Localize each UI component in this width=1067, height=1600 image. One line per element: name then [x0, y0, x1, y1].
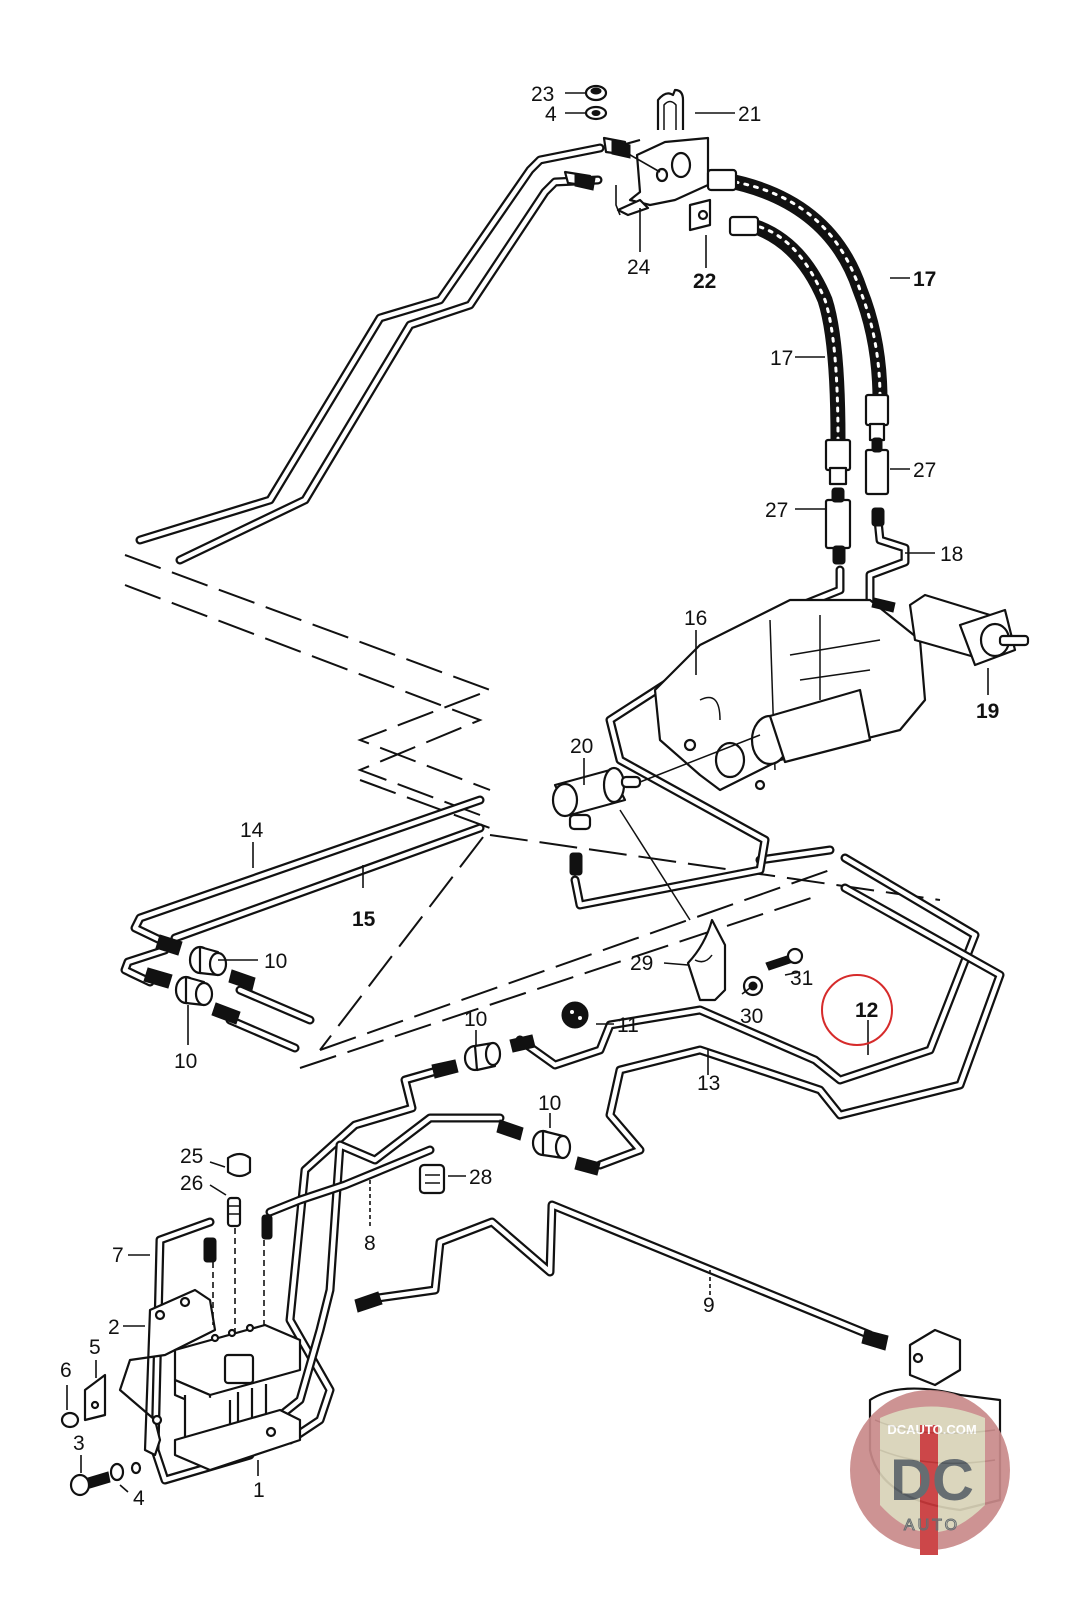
fitting-10-center	[431, 1034, 536, 1079]
part-1-abs-unit	[173, 1323, 302, 1472]
part-21-clip	[656, 88, 685, 130]
watermark-site-text: DCAUTO.COM	[887, 1422, 976, 1437]
callout-21: 21	[738, 103, 761, 126]
part-6-plug	[60, 1411, 80, 1429]
part-11-grommet	[561, 1001, 589, 1029]
callout-24: 24	[627, 256, 651, 279]
callout-8: 8	[364, 1232, 376, 1255]
callout-10-upper-left: 10	[264, 950, 287, 973]
callout-23: 23	[531, 83, 554, 106]
callout-17-inner: 17	[770, 347, 793, 370]
highlight-circle-part-12	[821, 974, 893, 1046]
callout-14: 14	[240, 819, 264, 842]
part-5-plate	[83, 1373, 107, 1422]
callout-10-lower: 10	[538, 1092, 561, 1115]
part-26-bleeder	[226, 1196, 242, 1228]
pipe-12-13	[515, 845, 1005, 1170]
fitting-27-lower	[832, 507, 885, 565]
fitting-10-left-male	[211, 969, 256, 1025]
callout-6: 6	[60, 1359, 72, 1382]
dcauto-watermark: DCAUTO.COM DC AUTO	[850, 1390, 1010, 1555]
callout-2: 2	[108, 1316, 120, 1339]
part-25-cap	[226, 1152, 252, 1178]
callout-3: 3	[73, 1432, 85, 1455]
part-23-nut	[584, 84, 608, 102]
callout-12: 12	[855, 999, 878, 1022]
fitting-top-1	[602, 136, 631, 159]
part-10-union-center	[463, 1041, 502, 1072]
callout-10-center: 10	[464, 1008, 487, 1031]
callout-9: 9	[703, 1294, 715, 1317]
part-2-bracket	[118, 1288, 217, 1457]
callout-25: 25	[180, 1145, 203, 1168]
callout-30: 30	[740, 1005, 763, 1028]
callout-15: 15	[352, 908, 376, 931]
leader-lines	[66, 92, 989, 1493]
watermark-logo-subtext: AUTO	[904, 1517, 960, 1534]
callout-4-top: 4	[545, 103, 557, 126]
fitting-9-left	[354, 1291, 383, 1313]
part-31-bolt	[765, 947, 804, 971]
fitting-18-end	[871, 597, 896, 613]
watermark-logo-letters: DC	[890, 1448, 974, 1513]
callout-28: 28	[469, 1166, 492, 1189]
callout-29: 29	[630, 952, 653, 975]
callout-31: 31	[790, 967, 813, 990]
part-19-cylinder	[908, 593, 1030, 667]
part-17-hose-outer	[706, 168, 890, 442]
part-10-union-lower-left	[174, 975, 214, 1007]
fitting-14-end	[143, 934, 183, 989]
part-29-bracket	[686, 918, 727, 1002]
part-10-union-upper-left	[188, 945, 228, 977]
part-4-washer-lower	[109, 1461, 142, 1482]
pipe-lower	[150, 1065, 875, 1485]
callout-27-right: 27	[913, 459, 936, 482]
callout-27-left: 27	[765, 499, 788, 522]
part-4-washer-top	[584, 105, 608, 121]
fitting-9-right	[861, 1329, 889, 1351]
callout-20: 20	[570, 735, 593, 758]
part-22-clip	[688, 198, 712, 232]
part-17-hose-inner	[728, 215, 852, 486]
callout-labels: 23 4 21 24 22 17 17 27 27 18 16 19 20 14…	[60, 83, 999, 1510]
part-20-sensor	[551, 734, 761, 921]
callout-11: 11	[617, 1014, 639, 1037]
callout-16: 16	[684, 607, 707, 630]
callout-10-lower-left: 10	[174, 1050, 197, 1073]
pipe-route-upper	[124, 143, 941, 1069]
callout-22: 22	[693, 270, 716, 293]
part-16-housing	[653, 598, 927, 792]
part-10-union-lower	[531, 1129, 572, 1160]
callout-5: 5	[89, 1336, 101, 1359]
callout-1: 1	[253, 1479, 265, 1502]
part-24-bracket	[616, 136, 710, 217]
callout-7: 7	[112, 1244, 124, 1267]
fitting-top-2	[563, 170, 596, 191]
pipe-14-15	[120, 795, 485, 1053]
watermark-stripe	[920, 1425, 938, 1555]
part-3-bolt	[69, 1471, 111, 1497]
pipe-18	[865, 515, 910, 605]
part-28-clip	[418, 1163, 446, 1195]
part-27-adapter-right	[864, 437, 890, 496]
fitting-20-lower	[569, 852, 583, 876]
callout-17-outer: 17	[913, 268, 936, 291]
callout-19: 19	[976, 700, 999, 723]
part-30-washer	[742, 975, 764, 997]
callout-4-lower: 4	[133, 1487, 145, 1510]
callout-13: 13	[697, 1072, 720, 1095]
callout-26: 26	[180, 1172, 203, 1195]
part-27-adapter-left	[824, 487, 852, 550]
fitting-10-lower	[496, 1119, 601, 1176]
fittings-26-row	[203, 1214, 273, 1263]
callout-18: 18	[940, 543, 963, 566]
